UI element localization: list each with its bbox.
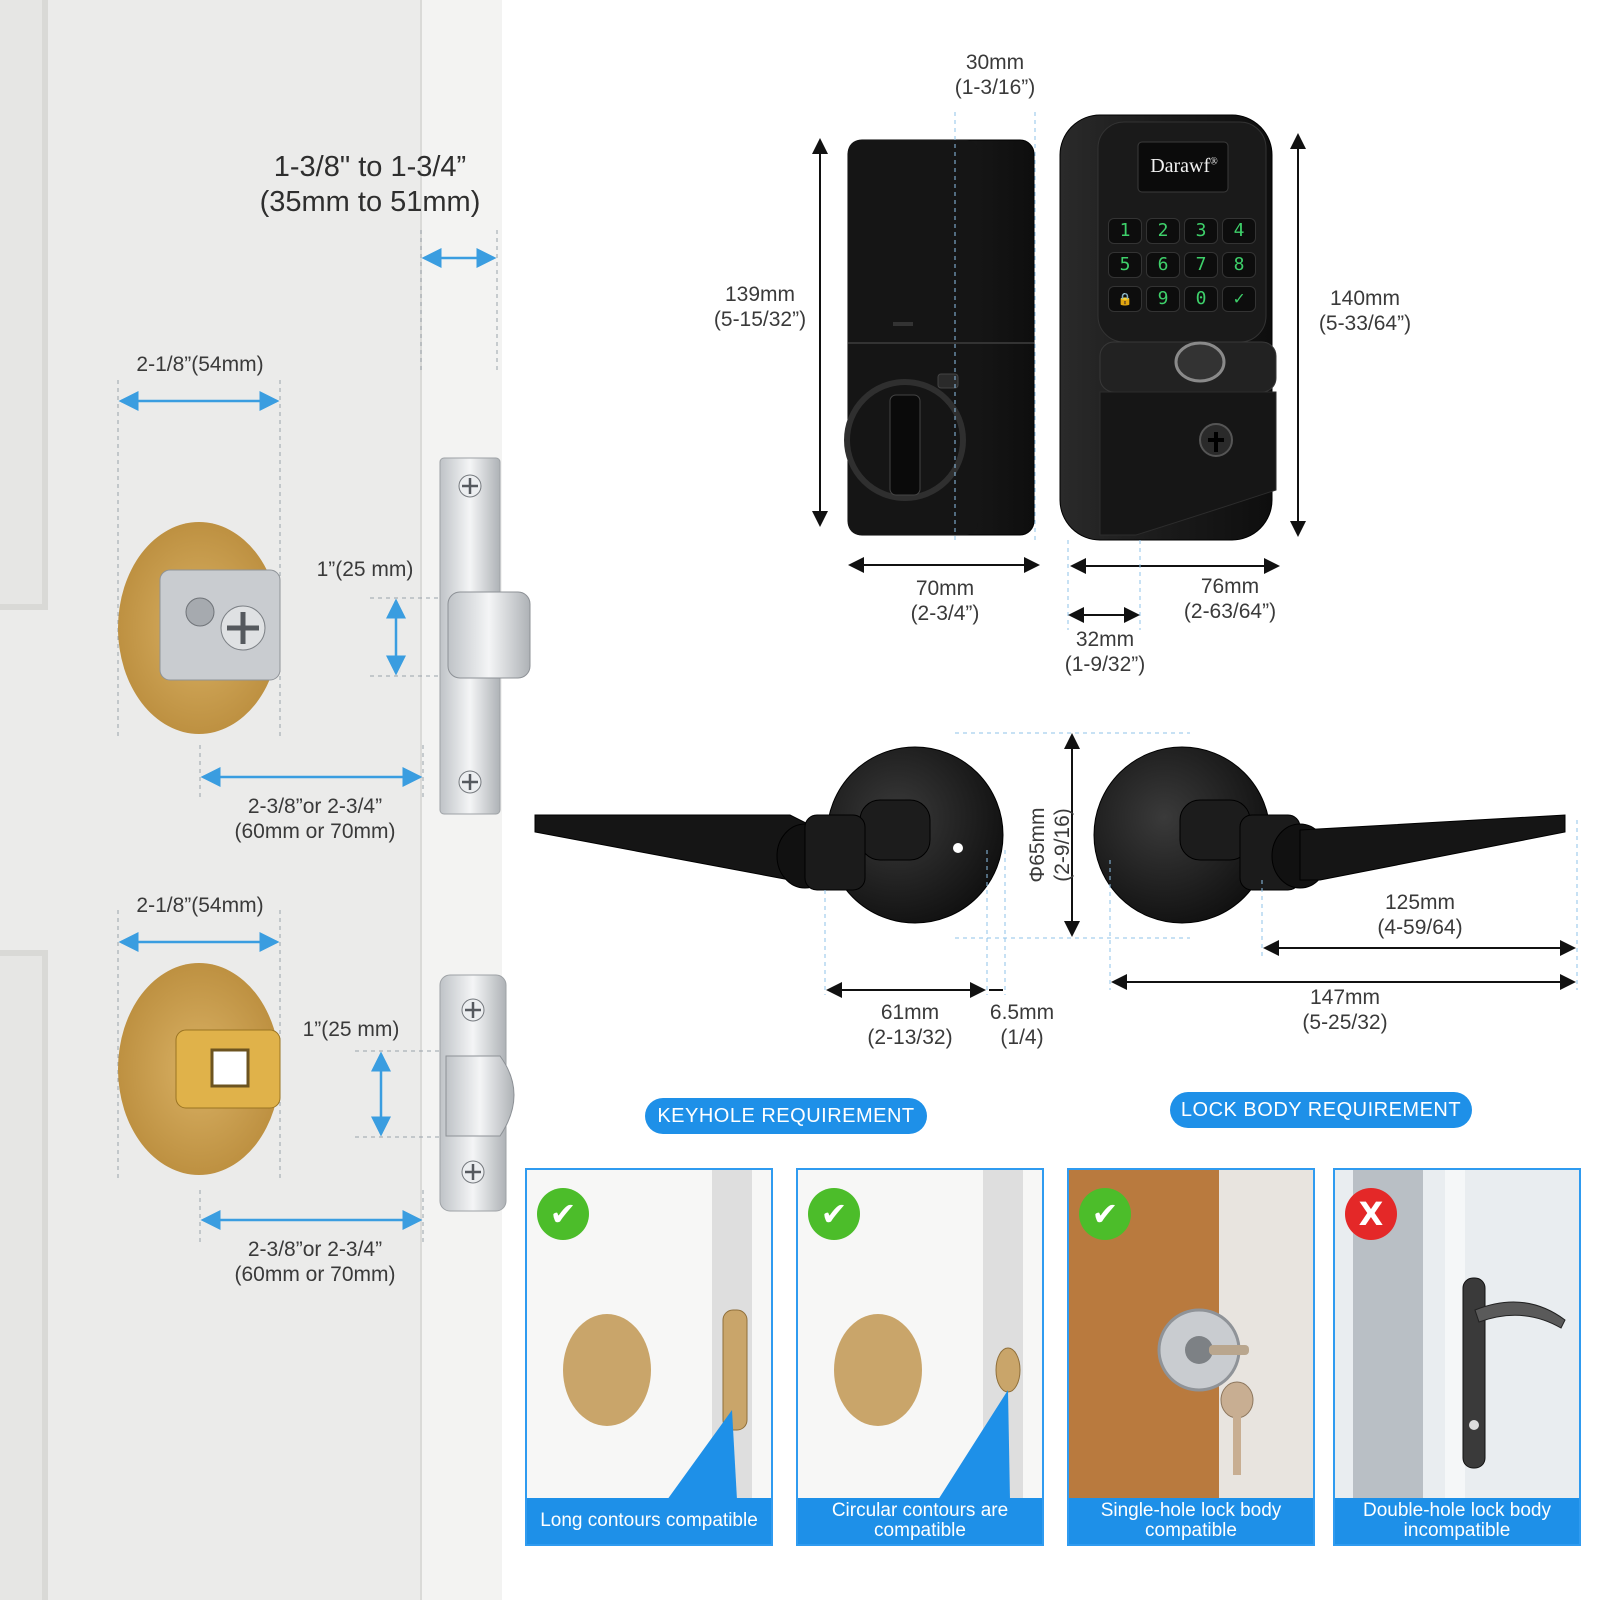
left-lever-arm [534,814,821,881]
brand-logo: Darawf® [1150,155,1218,177]
keyhole-requirement-title: KEYHOLE REQUIREMENT [645,1098,927,1134]
lever-projection-label: 61mm(2-13/32) [867,1001,953,1049]
handle-length-label: 125mm(4-59/64) [1377,891,1463,939]
check-icon: ✔ [537,1188,589,1240]
deadbolt-depth-label: 30mm(1-3/16”) [954,51,1036,99]
keypad: 1 2 3 4 5 6 7 8 🔒 9 0 ✓ [1108,218,1258,312]
door-moulding-top [0,0,48,610]
door-thickness-label: 1-3/8" to 1-3/4” (35mm to 51mm) [259,151,481,218]
keypad-lock-key[interactable]: 🔒 [1108,286,1142,312]
keypad-key[interactable]: 3 [1184,218,1218,244]
keypad-key[interactable]: 8 [1222,252,1256,278]
keypad-key[interactable]: 6 [1146,252,1180,278]
requirement-card-double-hole: X Double-hole lock body incompatible [1333,1168,1581,1546]
door-latch-drawing [117,230,531,1245]
check-icon: ✔ [1079,1188,1131,1240]
keypad-key[interactable]: 0 [1184,286,1218,312]
card-caption: Long contours compatible [527,1498,771,1544]
keypad-key[interactable]: 5 [1108,252,1142,278]
thumbturn-ring [844,379,966,501]
check-icon: ✔ [808,1188,860,1240]
overall-length-label: 147mm(5-25/32) [1302,986,1388,1034]
lock-body-requirement-title: LOCK BODY REQUIREMENT [1170,1092,1472,1128]
cross-icon: X [1345,1188,1397,1240]
deadbolt-drawing [812,112,1306,630]
requirement-card-single-hole: ✔ Single-hole lock body compatible [1067,1168,1315,1546]
keypad-key[interactable]: 2 [1146,218,1180,244]
thumbturn [889,394,921,496]
bottom-backset-label: 2-3/8”or 2-3/4” (60mm or 70mm) [234,1238,396,1286]
top-face-label: 1”(25 mm) [316,558,414,581]
right-lever-arm [1299,814,1566,881]
exterior-depth-label: 32mm(1-9/32”) [1064,628,1146,676]
bottom-bore-label: 2-1/8”(54mm) [136,894,264,917]
card-caption: Double-hole lock body incompatible [1335,1498,1579,1544]
lever-drawing [534,732,1578,998]
interior-height-label: 139mm(5-15/32”) [713,283,807,331]
fingerprint-sensor [1174,341,1226,383]
top-bore-label: 2-1/8”(54mm) [136,353,264,376]
double-hole-lock-illustration [1335,1170,1579,1544]
top-latch-bolt [447,591,531,679]
requirement-card-long-contours: ✔ Long contours compatible [525,1168,773,1546]
exterior-height-label: 140mm(5-33/64”) [1318,287,1412,335]
exterior-width-label: 76mm(2-63/64”) [1183,575,1277,623]
brand-plate [1137,141,1229,193]
keypad-key[interactable]: 1 [1108,218,1142,244]
interior-width-label: 70mm(2-3/4”) [910,577,980,625]
card-caption: Circular contours are compatible [798,1498,1042,1544]
rose-thickness-label: 6.5mm(1/4) [989,1001,1055,1049]
keypad-key[interactable]: 9 [1146,286,1180,312]
door-moulding-bottom [0,950,48,1600]
bottom-latch-bolt [445,1055,515,1137]
bottom-face-label: 1”(25 mm) [302,1018,400,1041]
rose-diameter-label: Φ65mm(2-9/16) [1026,807,1074,883]
keypad-key[interactable]: 4 [1222,218,1256,244]
keypad-confirm-key[interactable]: ✓ [1222,286,1256,312]
top-backset-label: 2-3/8”or 2-3/4” (60mm or 70mm) [234,795,396,843]
card-caption: Single-hole lock body compatible [1069,1498,1313,1544]
requirement-card-circular-contours: ✔ Circular contours are compatible [796,1168,1044,1546]
keypad-key[interactable]: 7 [1184,252,1218,278]
